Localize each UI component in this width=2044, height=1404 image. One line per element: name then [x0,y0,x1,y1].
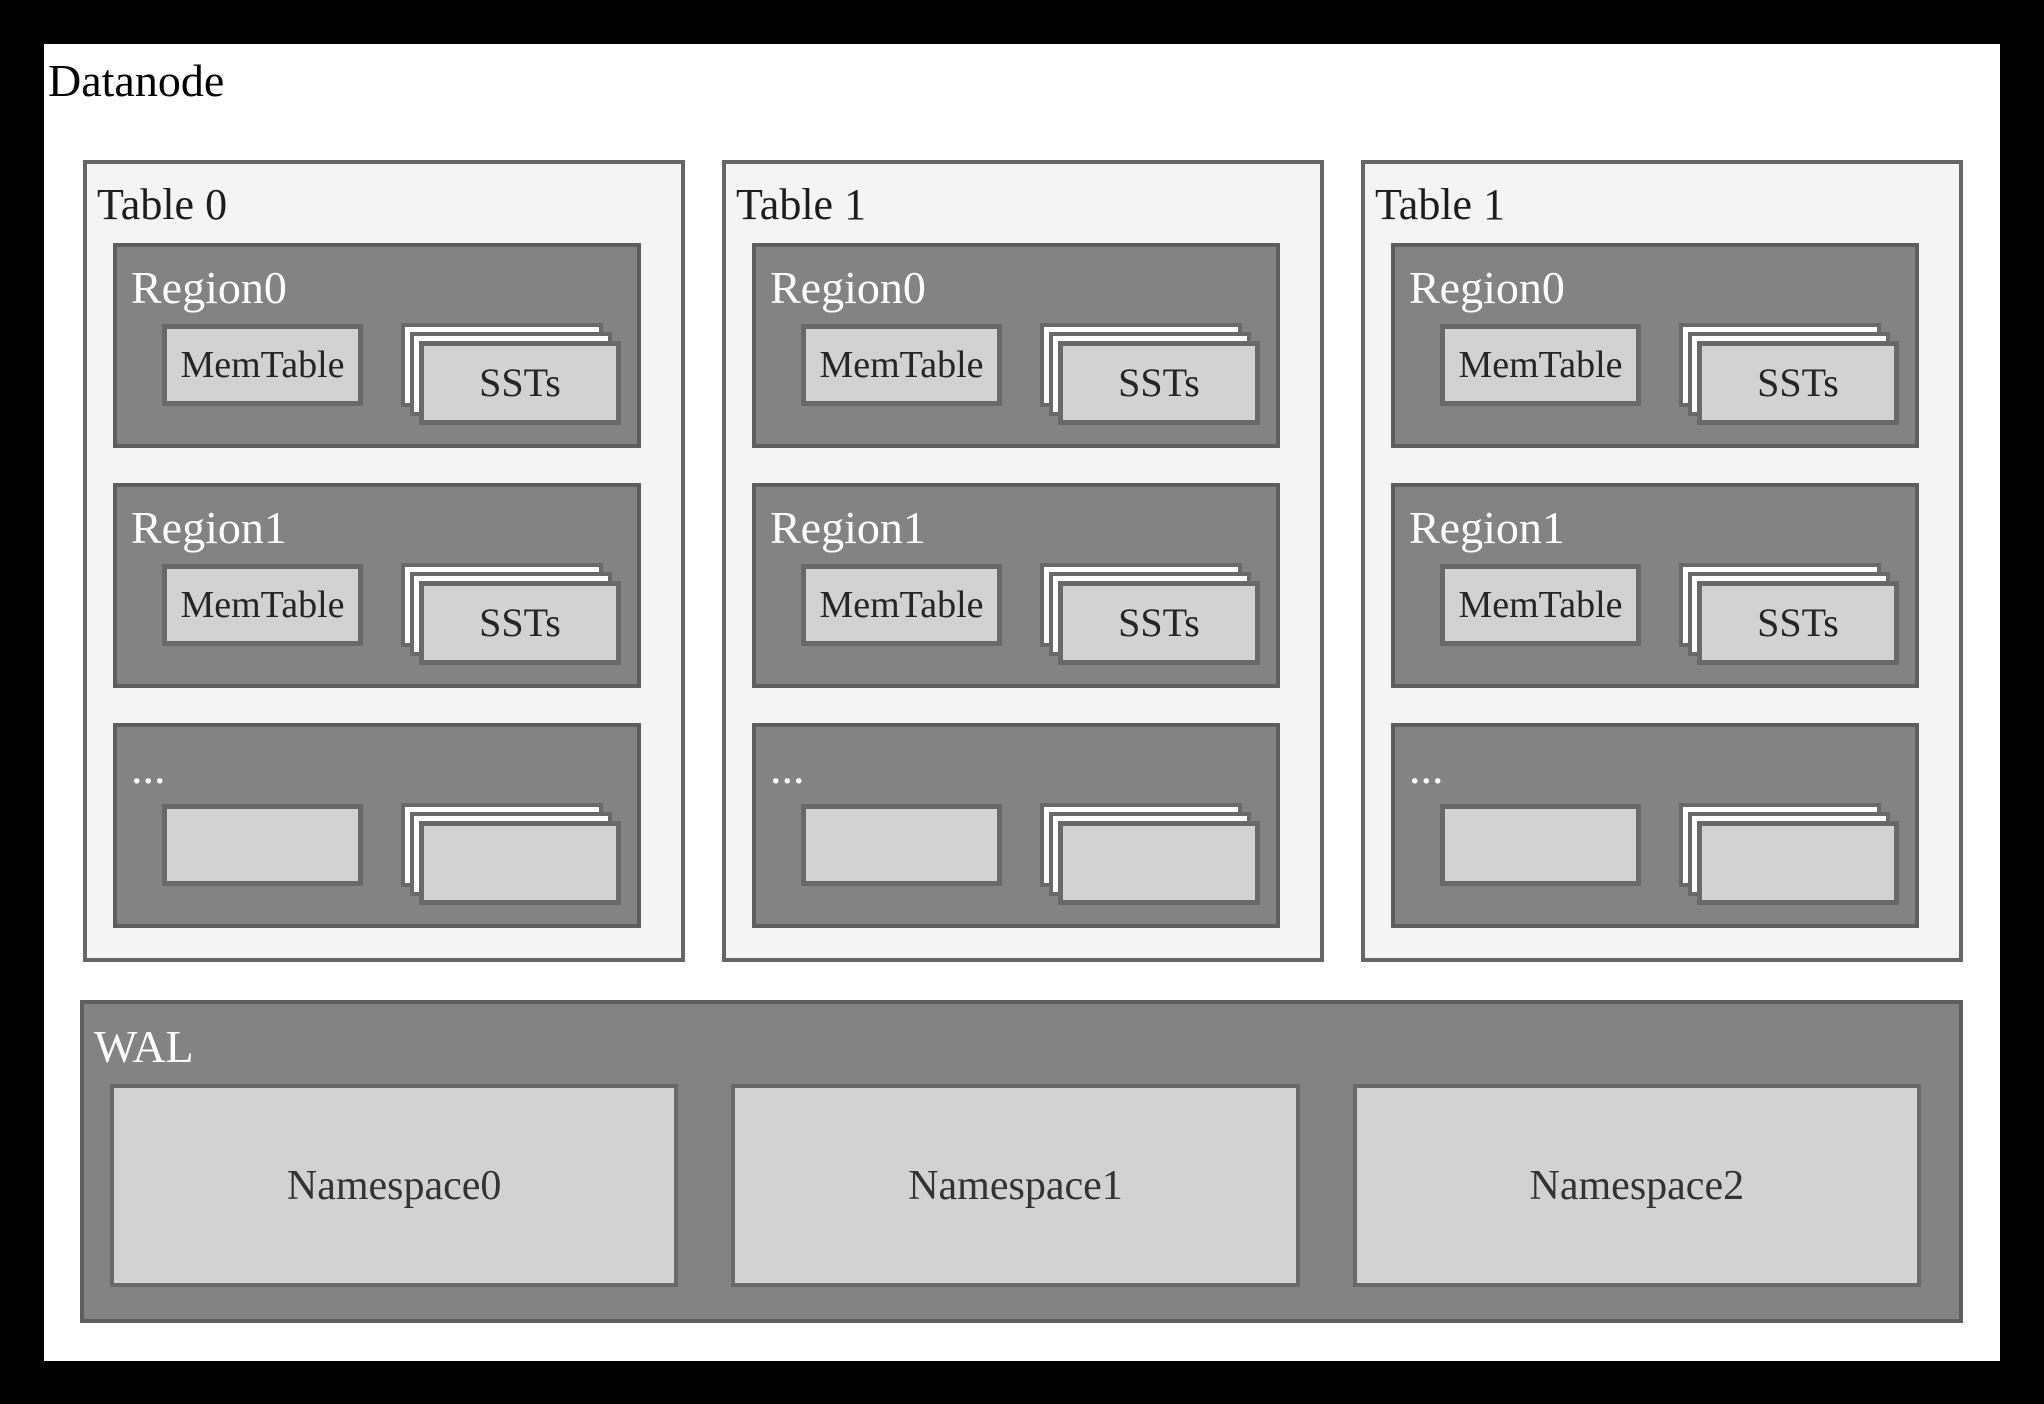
tables-row: Table 0 Region0 MemTable SSTs Region1 Me… [83,160,1963,962]
region-box: Region1 MemTable SSTs [1391,482,1919,688]
ssts-front-box: SSTs [1058,340,1260,425]
memtable-box-empty [1440,803,1641,886]
region-label: Region1 [131,501,287,553]
memtable-box-empty [162,803,363,886]
table-box-2: Table 1 Region0 MemTable SSTs Region1 Me… [1361,160,1963,962]
ssts-stack-empty [401,802,621,905]
region-box: Region0 MemTable SSTs [113,242,641,448]
ssts-stack-empty [1040,802,1260,905]
memtable-box: MemTable [162,323,363,406]
memtable-box: MemTable [801,323,1002,406]
wal-label: WAL [94,1021,194,1072]
region-box: Region0 MemTable SSTs [1391,242,1919,448]
ssts-stack: SSTs [1040,562,1260,665]
ssts-stack: SSTs [1679,562,1899,665]
region-box: Region1 MemTable SSTs [113,482,641,688]
region-label: Region0 [1409,261,1565,313]
datanode-title: Datanode [48,55,225,106]
region-box-ellipsis: ... [1391,722,1919,928]
region-label: ... [770,741,805,793]
memtable-box: MemTable [801,563,1002,646]
ssts-stack: SSTs [401,562,621,665]
namespace-box-2: Namespace2 [1352,1084,1921,1287]
wal-box: WAL Namespace0 Namespace1 Namespace2 [80,1000,1963,1323]
region-label: Region1 [1409,501,1565,553]
region-box-ellipsis: ... [752,722,1280,928]
region-label: Region0 [770,261,926,313]
region-box: Region0 MemTable SSTs [752,242,1280,448]
ssts-front-box: SSTs [1697,580,1899,665]
ssts-stack-empty [1679,802,1899,905]
ssts-front-box: SSTs [419,340,621,425]
region-box: Region1 MemTable SSTs [752,482,1280,688]
ssts-front-box-empty [419,820,621,905]
table-label: Table 1 [1375,180,1506,229]
table-label: Table 0 [97,180,228,229]
region-box-ellipsis: ... [113,722,641,928]
ssts-stack: SSTs [1679,322,1899,425]
namespace-box-1: Namespace1 [731,1084,1300,1287]
region-label: ... [131,741,166,793]
memtable-box-empty [801,803,1002,886]
memtable-box: MemTable [1440,323,1641,406]
memtable-box: MemTable [162,563,363,646]
table-box-0: Table 0 Region0 MemTable SSTs Region1 Me… [83,160,685,962]
ssts-stack: SSTs [401,322,621,425]
regions-column: Region0 MemTable SSTs Region1 MemTable S… [1391,242,1919,928]
table-box-1: Table 1 Region0 MemTable SSTs Region1 Me… [722,160,1324,962]
ssts-front-box-empty [1058,820,1260,905]
ssts-stack: SSTs [1040,322,1260,425]
memtable-box: MemTable [1440,563,1641,646]
region-label: Region0 [131,261,287,313]
regions-column: Region0 MemTable SSTs Region1 MemTable S… [113,242,641,928]
region-label: ... [1409,741,1444,793]
namespace-box-0: Namespace0 [110,1084,679,1287]
namespaces-row: Namespace0 Namespace1 Namespace2 [110,1084,1921,1287]
ssts-front-box: SSTs [1058,580,1260,665]
ssts-front-box-empty [1697,820,1899,905]
ssts-front-box: SSTs [1697,340,1899,425]
region-label: Region1 [770,501,926,553]
ssts-front-box: SSTs [419,580,621,665]
regions-column: Region0 MemTable SSTs Region1 MemTable S… [752,242,1280,928]
datanode-panel: Datanode Table 0 Region0 MemTable SSTs R… [44,44,2000,1361]
table-label: Table 1 [736,180,867,229]
